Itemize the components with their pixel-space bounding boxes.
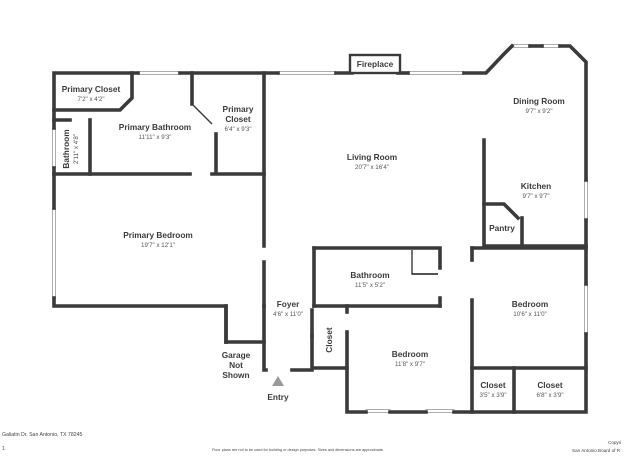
window: [52, 127, 56, 169]
garage-label-line2: Not: [229, 360, 243, 370]
footer-page: 1: [2, 446, 5, 452]
footer-copyright-1: Copyri: [608, 440, 622, 445]
garage-label-line1: Garage: [222, 350, 251, 360]
door-arcs: [191, 103, 519, 275]
room-name: Bathroom: [350, 270, 389, 280]
room-dim: 11'11" x 9'3": [138, 134, 171, 141]
fireplace: Fireplace: [348, 53, 402, 75]
footer-address: Galiatin Dr, San Antonio, TX 78245: [2, 432, 83, 438]
footer-copyright-2: San Antonio Board of R: [572, 448, 621, 453]
room-name: Closet: [480, 380, 506, 390]
room-dim: 11'8" x 9'7": [395, 361, 425, 368]
window: [511, 44, 531, 48]
room-dim: 4'6" x 11'0": [273, 311, 303, 318]
room-labels: Primary Closet 7'2" x 4'2" Primary Bathr…: [61, 84, 565, 402]
room-dim: 2'11" x 4'8": [73, 134, 80, 164]
room-dim: 9'7" x 9'7": [522, 193, 549, 200]
window: [52, 207, 56, 299]
fireplace-box: [348, 53, 402, 75]
room-dim: 6'4" x 9'3": [224, 126, 251, 133]
window: [407, 71, 465, 75]
room-dim: 11'5" x 5'2": [355, 282, 385, 289]
window: [584, 179, 588, 221]
room-name: Living Room: [347, 152, 397, 162]
interior-walls: [52, 71, 588, 414]
room-name: Dining Room: [513, 96, 565, 106]
room-name: Closet: [324, 327, 334, 353]
room-name: Closet: [537, 380, 563, 390]
footer-disclaimer: Floor plans are not to be used for build…: [212, 448, 385, 452]
room-name: Pantry: [489, 223, 515, 233]
room-name: Bathroom: [61, 129, 71, 168]
window: [425, 409, 455, 413]
room-name: Foyer: [277, 299, 300, 309]
window: [277, 71, 337, 75]
room-name: Kitchen: [521, 181, 551, 191]
room-name: Primary Closet: [62, 84, 121, 94]
entry-arrow-icon: [272, 376, 284, 386]
room-name: Bedroom: [392, 349, 428, 359]
garage-label-line3: Shown: [222, 370, 249, 380]
room-dim: 7'2" x 4'2": [77, 96, 104, 103]
room-name: Bedroom: [512, 299, 548, 309]
window: [584, 283, 588, 335]
room-name: Primary Bathroom: [119, 122, 191, 132]
window: [137, 71, 181, 75]
room-dim: 19'7" x 12'1": [141, 242, 175, 249]
window: [365, 409, 391, 413]
room-dim: 20'7" x 16'4": [355, 164, 389, 171]
room-dim: 6'8" x 3'9": [536, 392, 563, 399]
window: [541, 44, 561, 48]
room-name-line1: Primary: [223, 104, 254, 114]
room-name-line2: Closet: [225, 114, 251, 124]
entry-label: Entry: [267, 392, 289, 402]
room-dim: 3'5" x 3'9": [479, 392, 506, 399]
room-name: Primary Bedroom: [123, 230, 193, 240]
room-dim: 9'7" x 9'2": [525, 108, 552, 115]
fireplace-label: Fireplace: [357, 59, 394, 69]
room-dim: 10'6" x 11'0": [513, 311, 546, 318]
